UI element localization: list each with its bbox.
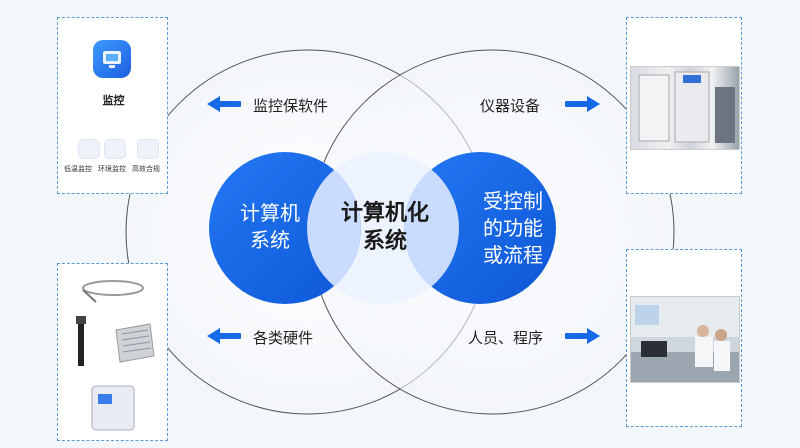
ventilation-grille-icon [115,323,155,363]
monitor-item-2: 环境监控 [98,165,126,173]
arrow-right-top [565,96,600,112]
hardware-images [76,280,155,431]
center-title: 计算机化系统 [336,200,434,256]
right-circle-text: 受控制的功能或流程 [468,188,558,269]
monitor-software-panel: 监控 低温监控 环境监控 高效合规 [57,17,168,194]
monitor-app-icon [93,40,131,78]
left-circle-text: 计算机系统 [230,200,310,254]
label-top-right: 仪器设备 [480,97,541,115]
personnel-panel [626,249,742,427]
center-title-label: 计算机化系统 [340,201,429,254]
right-circle-label: 受控制的功能或流程 [483,189,543,267]
instrument-panel [626,17,742,194]
env-monitor-icon [104,139,126,159]
compliance-icon [137,139,159,159]
arrow-left-bottom [207,328,241,344]
right-overlap [404,152,459,304]
left-circle-label: 计算机系统 [240,201,300,252]
monitor-item-1: 低温监控 [64,165,92,173]
monitor-title: 监控 [102,94,125,107]
lab-staff-photo [630,296,740,383]
sensor-probe-icon [82,280,144,303]
left-overlap [307,152,361,304]
label-bottom-right: 人员、程序 [468,329,544,347]
low-temp-icon [78,139,100,159]
hardware-panel [57,263,168,441]
sensor-box-icon [91,385,135,431]
label-top-left: 监控保软件 [253,97,329,115]
label-bottom-left: 各类硬件 [253,329,314,347]
equipment-freezer-photo [630,66,740,150]
arrow-right-bottom [565,328,600,344]
monitor-item-3: 高效合规 [132,165,160,173]
arrow-left-top [207,96,241,112]
probe-stick-icon [76,316,86,366]
